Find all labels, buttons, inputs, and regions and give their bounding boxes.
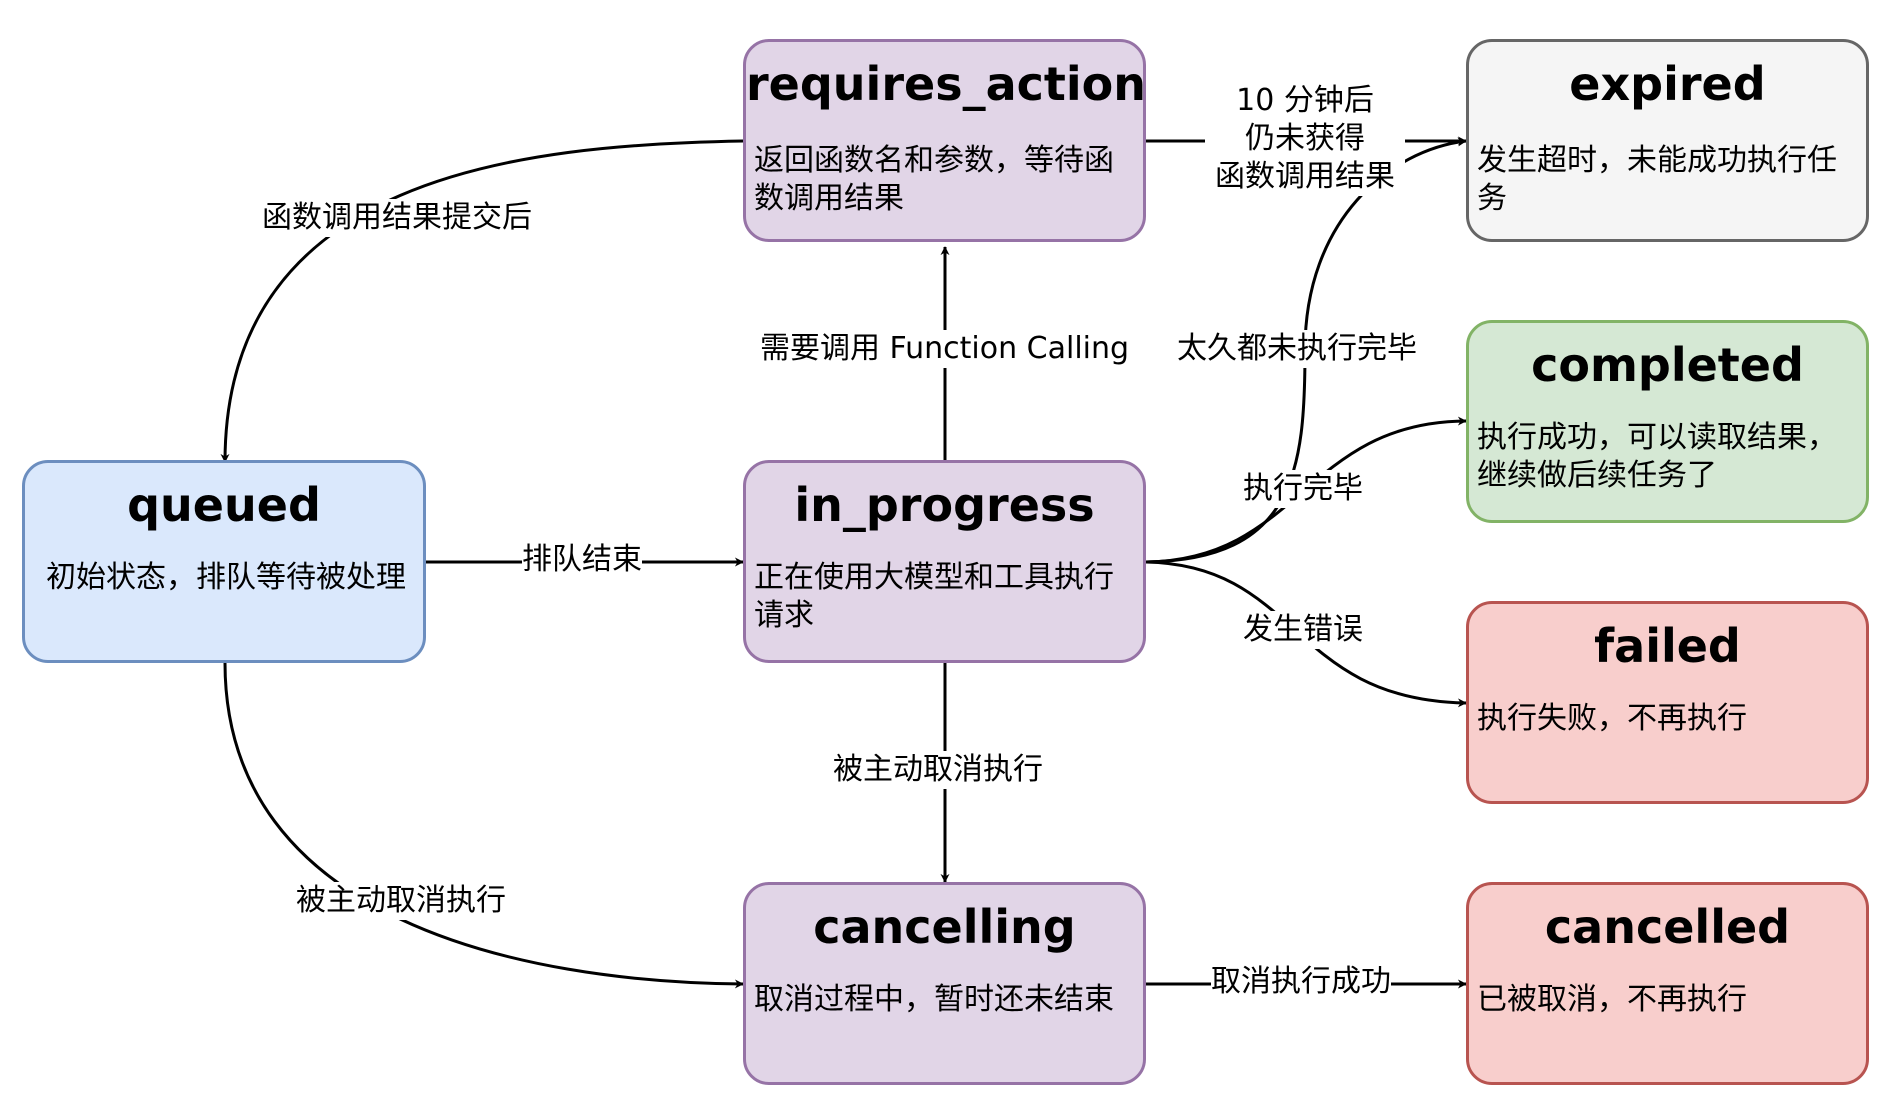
state-cancelled-title: cancelled bbox=[1544, 900, 1791, 954]
edge-label-timeout-line2: 仍未获得 bbox=[1245, 121, 1365, 156]
edge-label-timeout-line3: 函数调用结果 bbox=[1215, 159, 1395, 194]
state-cancelling-title: cancelling bbox=[813, 900, 1076, 954]
state-queued-desc: 初始状态，排队等待被处理 bbox=[46, 560, 406, 595]
state-failed-title: failed bbox=[1594, 619, 1741, 673]
state-failed: failed 执行失败，不再执行 bbox=[1466, 601, 1869, 804]
state-cancelled: cancelled 已被取消，不再执行 bbox=[1466, 882, 1869, 1085]
edge-label-execution-finished: 执行完毕 bbox=[1243, 470, 1363, 508]
edge-label-cancelled-actively-from-queued: 被主动取消执行 bbox=[296, 882, 506, 920]
edge-label-function-result-submitted: 函数调用结果提交后 bbox=[262, 199, 532, 237]
state-expired-title: expired bbox=[1569, 57, 1766, 111]
state-in-progress-title: in_progress bbox=[794, 478, 1095, 532]
edge-queued-to-cancelling bbox=[223, 662, 744, 989]
state-expired-desc: 发生超时，未能成功执行任务 bbox=[1477, 143, 1837, 216]
edge-label-cancel-succeeded: 取消执行成功 bbox=[1211, 963, 1391, 1001]
state-requires-action: requires_action 返回函数名和参数，等待函数调用结果 bbox=[743, 39, 1146, 242]
edge-label-cancelled-actively-from-in-progress: 被主动取消执行 bbox=[833, 751, 1043, 789]
edge-label-needs-function-calling: 需要调用 Function Calling bbox=[760, 330, 1130, 368]
state-in-progress: in_progress 正在使用大模型和工具执行请求 bbox=[743, 460, 1146, 663]
state-cancelling-desc: 取消过程中，暂时还未结束 bbox=[754, 982, 1114, 1017]
edge-label-timeout-line1: 10 分钟后 bbox=[1236, 83, 1374, 118]
state-cancelled-desc: 已被取消，不再执行 bbox=[1477, 982, 1747, 1017]
state-requires-action-desc: 返回函数名和参数，等待函数调用结果 bbox=[754, 143, 1114, 216]
edge-requires-action-to-queued bbox=[220, 139, 744, 463]
state-completed-desc: 执行成功，可以读取结果，继续做后续任务了 bbox=[1477, 420, 1837, 493]
state-queued-title: queued bbox=[127, 478, 321, 532]
edge-label-too-long-not-finished: 太久都未执行完毕 bbox=[1177, 330, 1417, 368]
state-expired: expired 发生超时，未能成功执行任务 bbox=[1466, 39, 1869, 242]
state-failed-desc: 执行失败，不再执行 bbox=[1477, 701, 1747, 736]
state-completed: completed 执行成功，可以读取结果，继续做后续任务了 bbox=[1466, 320, 1869, 523]
state-cancelling: cancelling 取消过程中，暂时还未结束 bbox=[743, 882, 1146, 1085]
edge-label-error-occurred: 发生错误 bbox=[1243, 611, 1363, 649]
edge-label-queue-ended: 排队结束 bbox=[522, 541, 642, 579]
state-queued: queued 初始状态，排队等待被处理 bbox=[22, 460, 426, 663]
state-in-progress-desc: 正在使用大模型和工具执行请求 bbox=[754, 560, 1114, 633]
edge-label-timeout: 10 分钟后 仍未获得 函数调用结果 bbox=[1205, 82, 1405, 196]
state-requires-action-title: requires_action bbox=[746, 57, 1147, 111]
state-completed-title: completed bbox=[1531, 338, 1804, 392]
